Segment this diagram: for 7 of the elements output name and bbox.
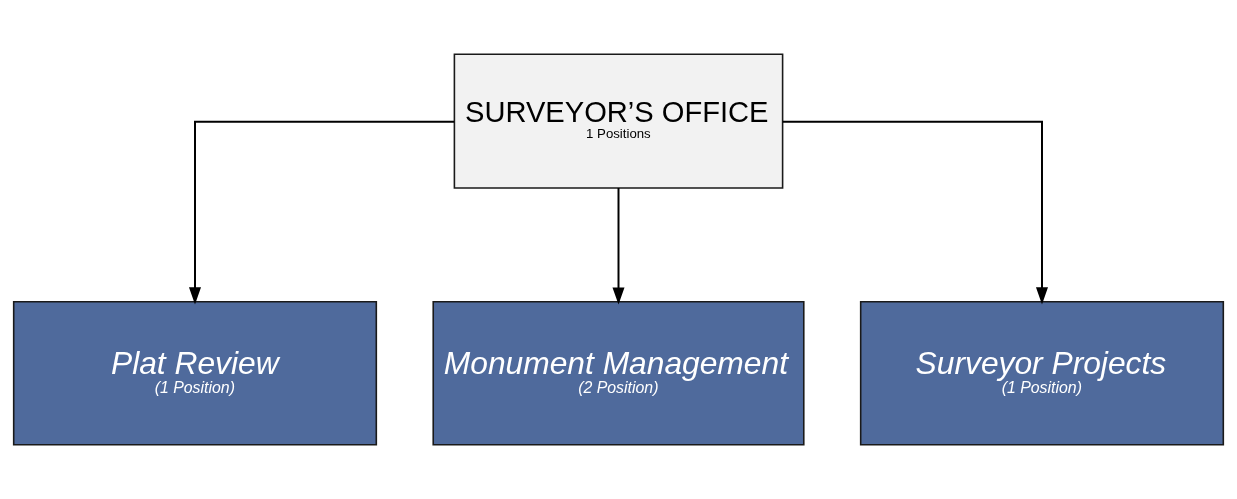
node-box: Monument Management (2 Position) bbox=[432, 301, 805, 446]
arrow bbox=[612, 187, 625, 305]
node-box: SURVEYOR’S OFFICE 1 Positions bbox=[453, 53, 784, 189]
node-box: Plat Review (1 Position) bbox=[12, 301, 378, 446]
arrow bbox=[188, 120, 456, 305]
arrow bbox=[781, 120, 1049, 305]
node-box: Surveyor Projects (1 Position) bbox=[859, 301, 1225, 446]
